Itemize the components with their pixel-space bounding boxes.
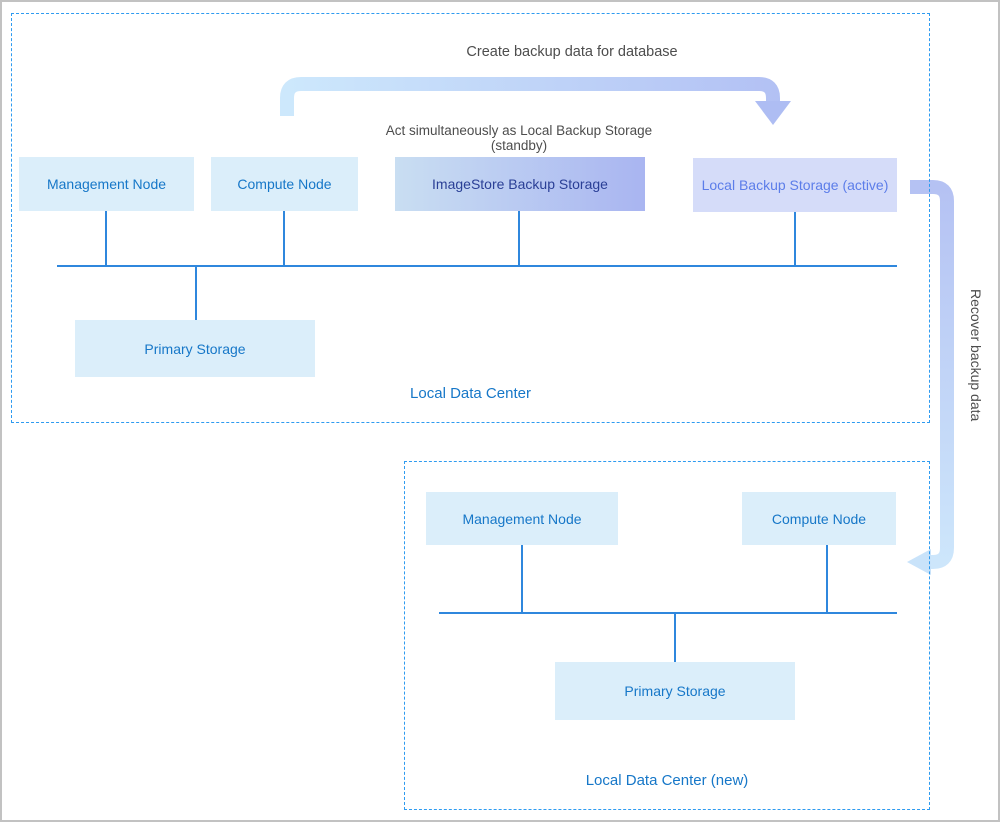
dc2-primary-storage-node: Primary Storage (555, 662, 795, 720)
dc1-compute-connector (283, 211, 285, 265)
dc1-primary-storage-node: Primary Storage (75, 320, 315, 377)
create-backup-note: Create backup data for database (466, 44, 678, 60)
recover-backup-arrowhead (907, 549, 931, 575)
create-backup-arrow (280, 77, 791, 125)
dc1-management-connector (105, 211, 107, 265)
local-data-center-box (11, 13, 930, 423)
dc2-network-bus (439, 612, 897, 614)
dc1-imagestore-connector (518, 211, 520, 265)
local-data-center-label: Local Data Center (410, 385, 531, 402)
dc2-compute-node: Compute Node (742, 492, 896, 545)
recover-backup-note: Recover backup data (968, 289, 984, 422)
dc1-imagestore-backup-storage-node: ImageStore Backup Storage (395, 157, 645, 211)
dc1-primary-storage-connector (195, 265, 197, 320)
dc1-network-bus (57, 265, 897, 267)
dc2-management-node: Management Node (426, 492, 618, 545)
standby-note-line2: (standby) (490, 138, 548, 153)
dc1-local-backup-storage-active-node: Local Backup Storage (active) (693, 158, 897, 212)
dc2-primary-storage-connector (674, 612, 676, 662)
dc1-management-node: Management Node (19, 157, 194, 211)
create-backup-arrowhead (755, 101, 791, 125)
local-data-center-new-box (404, 461, 930, 810)
dc1-compute-node: Compute Node (211, 157, 358, 211)
standby-note: Act simultaneously as Local Backup Stora… (369, 123, 669, 153)
dc2-management-connector (521, 545, 523, 612)
standby-note-line1: Act simultaneously as Local Backup Stora… (385, 123, 653, 138)
recover-backup-arrow (907, 180, 954, 575)
dc1-active-storage-connector (794, 212, 796, 265)
dc2-compute-connector (826, 545, 828, 612)
local-data-center-new-label: Local Data Center (new) (585, 772, 749, 789)
